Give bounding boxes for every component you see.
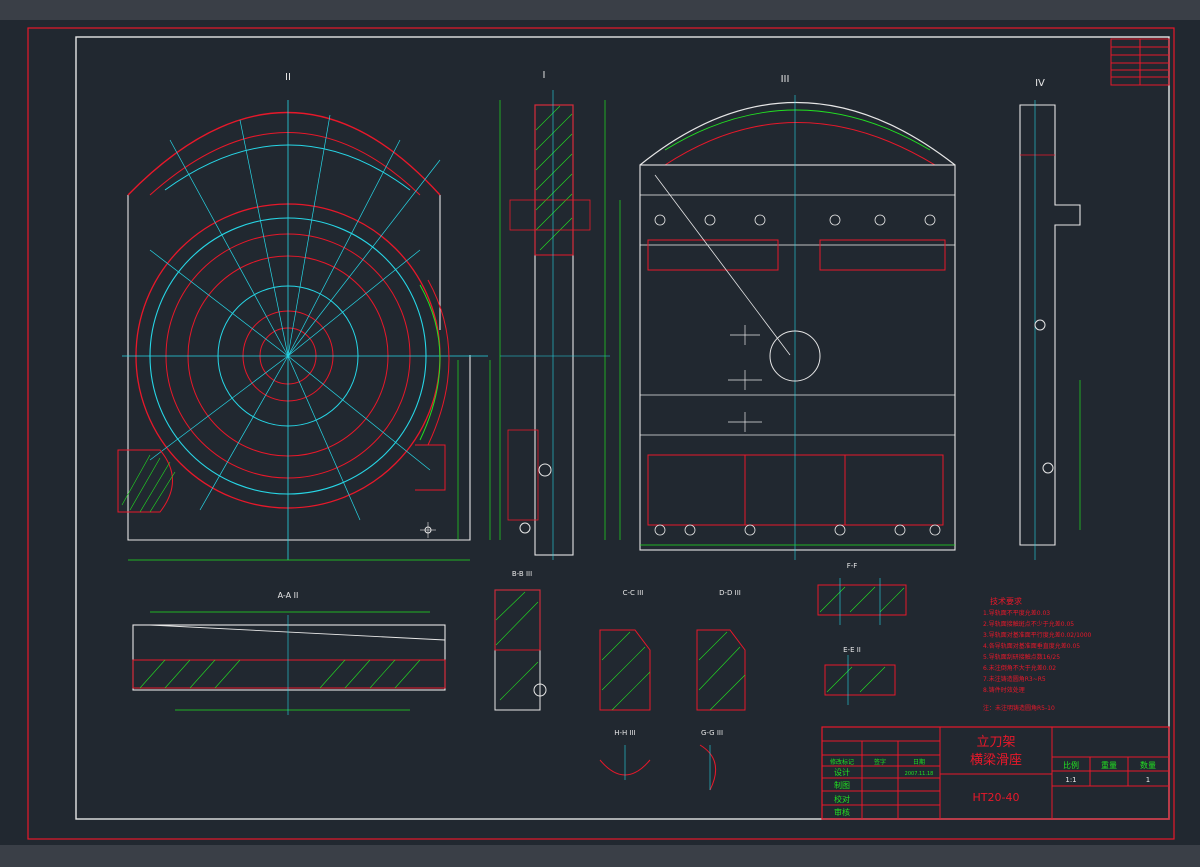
view-ii-drawing (117, 100, 491, 561)
date-value: 2007.11.18 (905, 771, 934, 777)
view-label-iv: IV (1035, 78, 1045, 89)
tech-item-6: 6.未注倒角不大于允差0.02 (983, 664, 1056, 672)
tech-item-3: 3.导轨面对基准面平行度允差0.02/1000 (983, 631, 1092, 639)
section-label-bb: B-B III (512, 570, 532, 578)
tech-item-7: 7.未注铸造圆角R3~R5 (983, 675, 1046, 683)
row-sign-label: 签字 (874, 758, 886, 766)
design-label: 设计 (834, 767, 850, 777)
view-iii-drawing (619, 95, 956, 560)
section-ee-drawing (824, 655, 896, 705)
tech-item-2: 2.导轨面接触斑点不少于允差0.05 (983, 620, 1074, 628)
section-label-dd: D-D III (719, 589, 741, 597)
view-label-i: I (543, 70, 546, 81)
section-gg-drawing (699, 744, 717, 791)
cad-drawing-canvas[interactable]: II I III IV (0, 20, 1200, 845)
view-i-drawing (499, 90, 610, 560)
part-name-line1: 立刀架 (976, 735, 1015, 750)
check-label: 校对 (834, 794, 850, 804)
outer-frame (27, 27, 1175, 840)
section-bb-drawing (494, 589, 547, 711)
view-label-ii: II (285, 72, 291, 83)
part-name-line2: 横梁滑座 (970, 753, 1022, 768)
section-label-hh: H-H III (614, 729, 635, 737)
section-cc-drawing (599, 629, 651, 711)
section-ff-drawing (817, 578, 907, 625)
window-bottom-bar (0, 845, 1200, 867)
view-label-iii: III (781, 74, 790, 85)
row-change-label: 修改标记 (830, 758, 854, 766)
tech-item-4: 4.各导轨面对基准面垂直度允差0.05 (983, 642, 1080, 650)
title-block: 修改标记 签字 日期 2007.11.18 设计 制图 校对 审核 立刀架 横梁… (821, 726, 1170, 820)
section-label-ee: E-E II (843, 646, 861, 654)
approve-label: 审核 (834, 807, 850, 817)
tech-item-1: 1.导轨面不平度允差0.03 (983, 609, 1050, 617)
row-date-label: 日期 (913, 758, 925, 766)
qty-label: 数量 (1140, 760, 1156, 770)
material: HT20-40 (973, 791, 1020, 804)
section-label-ff: F-F (847, 562, 858, 570)
scale-value: 1:1 (1065, 776, 1076, 784)
technical-requirements: 技术要求 1.导轨面不平度允差0.03 2.导轨面接触斑点不少于允差0.05 3… (983, 596, 1092, 712)
window-top-bar (0, 0, 1200, 20)
inner-frame (75, 36, 1170, 820)
section-label-gg: G-G III (701, 729, 723, 737)
cad-drawing: II I III IV (27, 27, 1175, 840)
qty-value: 1 (1146, 776, 1150, 784)
view-iv-drawing (1019, 100, 1081, 560)
section-label-cc: C-C III (623, 589, 644, 597)
tech-item-8: 8.铸件时效处理 (983, 686, 1025, 694)
tech-item-5: 5.导轨面刮研接触点数16/25 (983, 653, 1060, 661)
weight-label: 重量 (1101, 760, 1117, 770)
section-aa-drawing (132, 611, 446, 715)
tech-note: 注：未注明铸造圆角R5-10 (983, 704, 1055, 712)
revision-table (1110, 38, 1170, 86)
section-dd-drawing (696, 629, 746, 711)
scale-label: 比例 (1063, 760, 1079, 770)
draw-label: 制图 (834, 780, 850, 790)
tech-title: 技术要求 (990, 596, 1022, 606)
section-hh-drawing (599, 745, 651, 780)
section-label-aa: A-A II (278, 591, 299, 600)
